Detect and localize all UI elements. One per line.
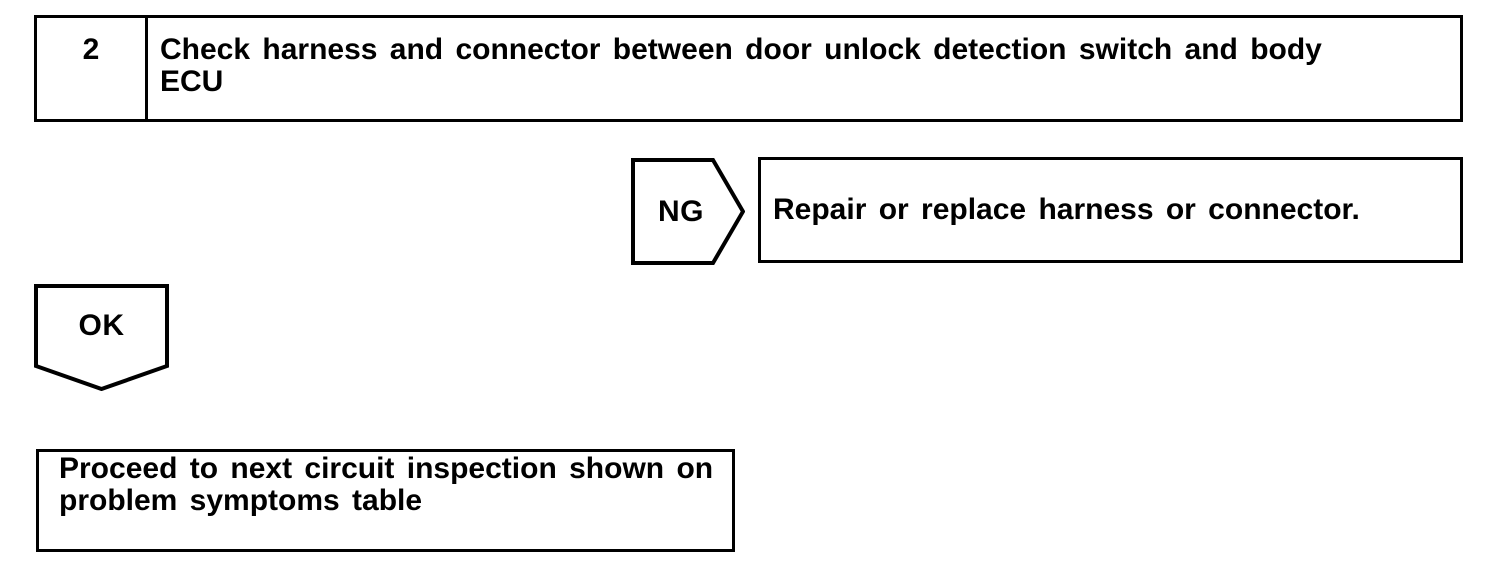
ok-action-box: Proceed to next circuit inspection shown… <box>36 449 735 552</box>
ng-branch-connector: NG <box>631 158 745 265</box>
ok-pentagon-shape <box>34 284 169 391</box>
step-number-cell: 2 <box>37 18 148 119</box>
ng-pentagon-shape <box>631 158 745 265</box>
ng-pentagon-icon <box>631 158 745 265</box>
step-header-box: 2 Check harness and connector between do… <box>34 15 1463 122</box>
ng-label: NG <box>658 194 704 228</box>
ok-pentagon-icon <box>34 284 169 391</box>
ok-branch-connector: OK <box>34 284 169 391</box>
step-instruction: Check harness and connector between door… <box>160 33 1322 98</box>
step-number: 2 <box>82 33 100 66</box>
ok-label: OK <box>78 309 125 342</box>
ng-action-text: Repair or replace harness or connector. <box>773 193 1360 226</box>
ng-action-box: Repair or replace harness or connector. <box>758 157 1463 263</box>
